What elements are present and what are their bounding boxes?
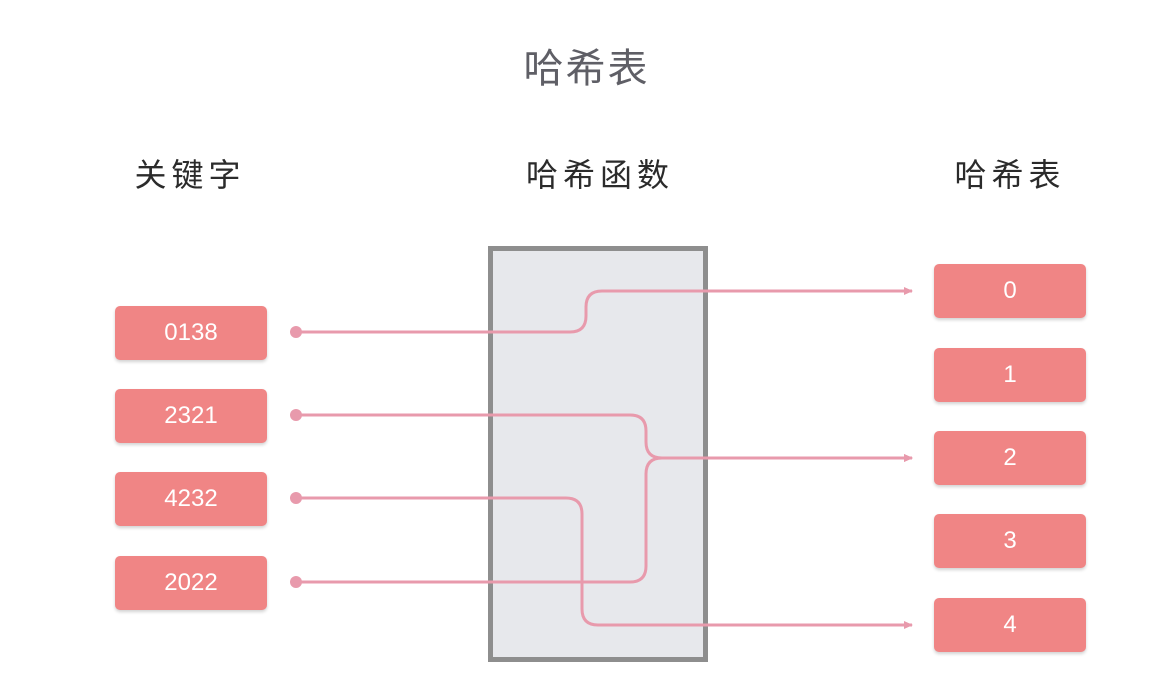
mapping-line-2022-to-2 — [296, 454, 913, 584]
mapping-dot-4232 — [290, 492, 302, 504]
hash-table-header: 哈希表 — [954, 156, 1066, 194]
slot-box-4: 4 — [934, 598, 1086, 652]
mapping-line-4232-to-4 — [296, 496, 913, 629]
slot-box-0: 0 — [934, 264, 1086, 318]
slot-box-1: 1 — [934, 348, 1086, 402]
mapping-line-2321-to-2 — [296, 413, 913, 462]
slot-box-3: 3 — [934, 514, 1086, 568]
hash-function-header: 哈希函数 — [525, 156, 674, 194]
hash-function-box — [488, 246, 708, 662]
key-box-1: 2321 — [115, 389, 267, 443]
keys-header: 关键字 — [134, 156, 246, 194]
mapping-line-0138-to-0 — [296, 287, 913, 334]
diagram-title: 哈希表 — [523, 46, 650, 92]
key-box-0: 0138 — [115, 306, 267, 360]
slot-box-2: 2 — [934, 431, 1086, 485]
key-box-2: 4232 — [115, 472, 267, 526]
mapping-dot-2321 — [290, 409, 302, 421]
mapping-dot-0138 — [290, 326, 302, 338]
key-box-3: 2022 — [115, 556, 267, 610]
mapping-dot-2022 — [290, 576, 302, 588]
